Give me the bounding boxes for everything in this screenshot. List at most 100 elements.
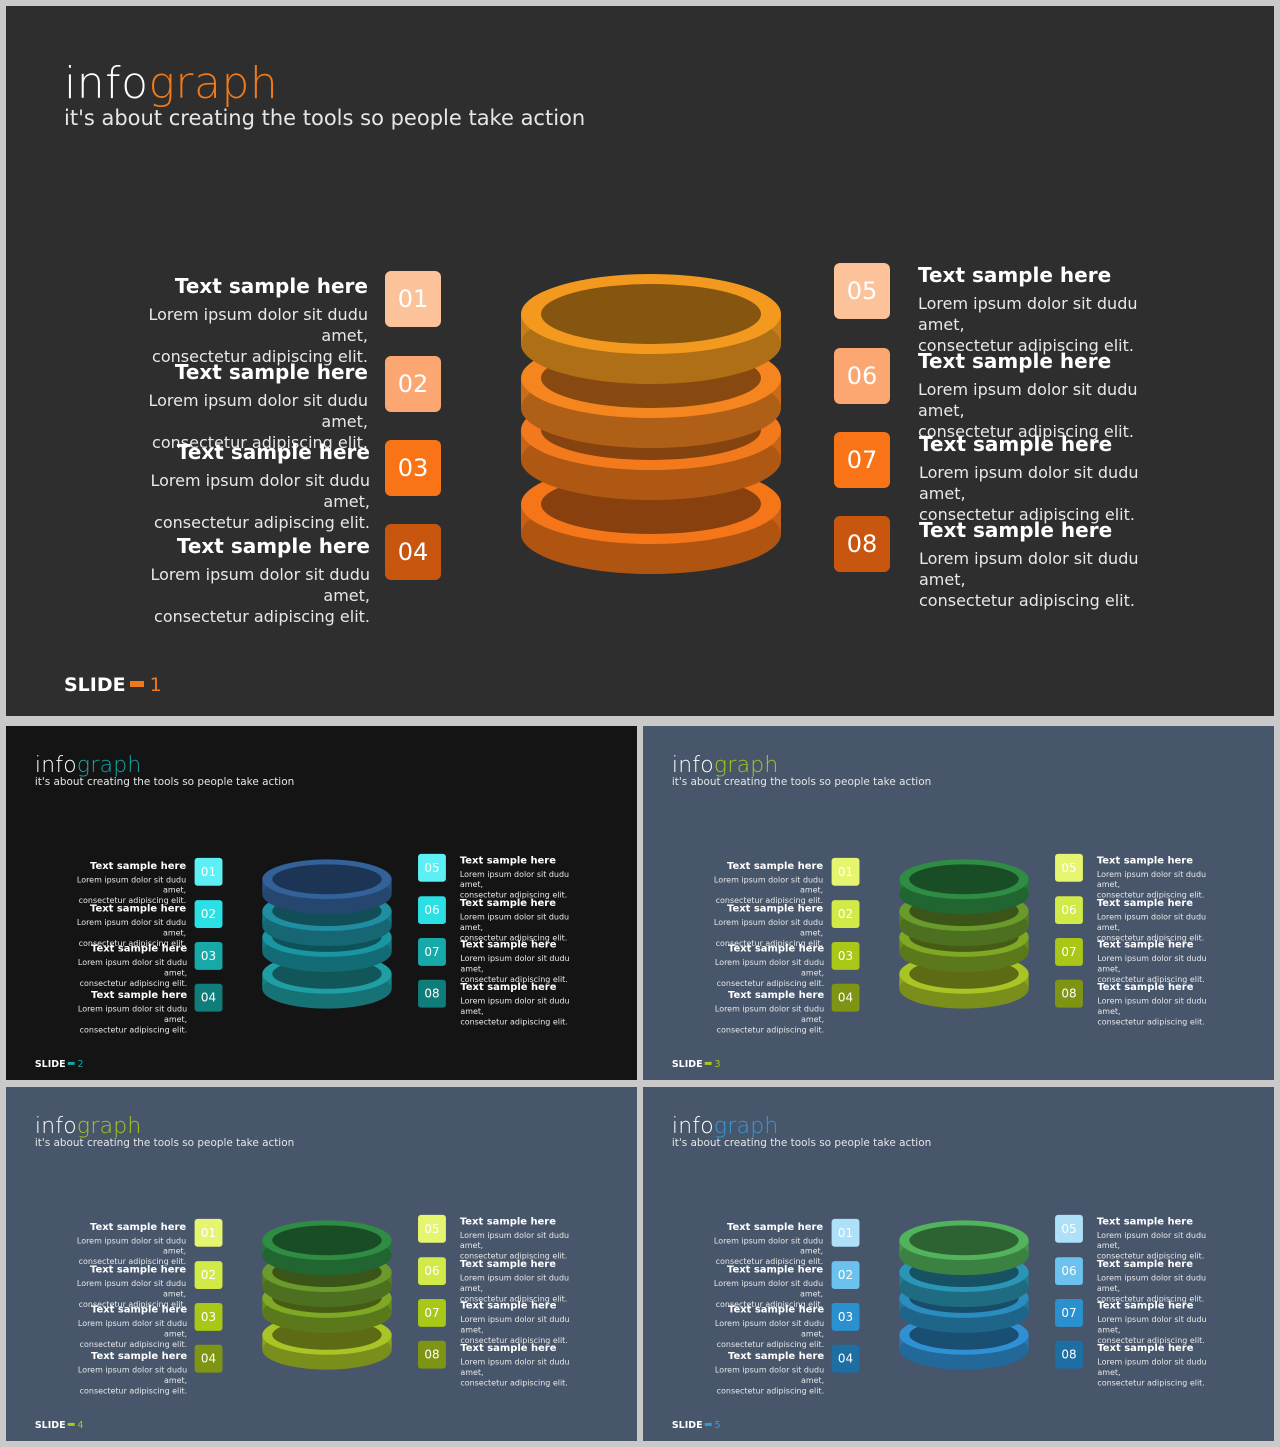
number-badge-04: 04	[194, 1344, 223, 1373]
number-badge-02: 02	[194, 1261, 223, 1290]
ring-stack-graphic	[262, 1220, 392, 1370]
number-badge-06: 06	[834, 348, 890, 404]
number-badge-01: 01	[194, 1218, 223, 1247]
ring-stack-graphic	[262, 859, 392, 1009]
ring-1	[262, 859, 392, 915]
number-badge-08: 08	[418, 979, 446, 1008]
ring-stack-graphic	[899, 859, 1029, 1009]
number-badge-06: 06	[418, 896, 446, 925]
slide-3: infograph it's about creating the tools …	[643, 726, 1274, 1080]
number-badge-04: 04	[831, 1344, 860, 1373]
number-badge-04: 04	[194, 983, 223, 1012]
number-badge-05: 05	[418, 853, 446, 882]
number-badge-07: 07	[418, 937, 446, 966]
brand-logo: infograph	[671, 751, 779, 778]
slide-canvas: infograph it's about creating the tools …	[6, 726, 637, 1079]
slide-canvas: infograph it's about creating the tools …	[6, 1087, 637, 1440]
number-badge-06: 06	[418, 1257, 446, 1286]
tagline: it's about creating the tools so people …	[671, 775, 932, 788]
footer-dash	[67, 1422, 75, 1426]
number-badge-01: 01	[194, 857, 223, 886]
slide-5: infograph it's about creating the tools …	[643, 1087, 1274, 1441]
number-badge-07: 07	[1055, 937, 1083, 966]
slide-number: 4	[77, 1419, 84, 1431]
ring-1	[899, 859, 1029, 915]
number-badge-02: 02	[831, 1261, 860, 1290]
footer-dash	[704, 1061, 712, 1065]
footer-dash	[67, 1061, 75, 1065]
number-badge-03: 03	[194, 941, 223, 970]
footer-dash	[129, 680, 144, 687]
number-badge-05: 05	[1055, 853, 1083, 882]
tagline: it's about creating the tools so people …	[34, 1136, 295, 1149]
ring-stack-graphic	[899, 1220, 1029, 1370]
ring-1	[899, 1220, 1029, 1276]
number-badge-08: 08	[1055, 979, 1083, 1008]
number-badge-08: 08	[834, 516, 890, 572]
number-badge-03: 03	[831, 1302, 860, 1331]
number-badge-07: 07	[1055, 1298, 1083, 1327]
number-badge-02: 02	[831, 900, 860, 929]
number-badge-07: 07	[418, 1298, 446, 1327]
tagline: it's about creating the tools so people …	[671, 1136, 932, 1149]
number-badge-02: 02	[194, 900, 223, 929]
number-badge-05: 05	[834, 263, 890, 319]
tagline: it's about creating the tools so people …	[34, 775, 295, 788]
number-badge-07: 07	[834, 432, 890, 488]
footer-dash	[704, 1422, 712, 1426]
number-badge-05: 05	[418, 1214, 446, 1243]
brand-logo: infograph	[34, 1112, 142, 1139]
number-badge-04: 04	[385, 524, 441, 580]
slide-canvas: infograph it's about creating the tools …	[643, 1087, 1274, 1440]
number-badge-02: 02	[385, 356, 441, 412]
slide-4: infograph it's about creating the tools …	[6, 1087, 637, 1441]
number-badge-01: 01	[831, 1218, 860, 1247]
number-badge-03: 03	[385, 440, 441, 496]
brand-logo: infograph	[64, 58, 279, 109]
brand-logo: infograph	[671, 1112, 779, 1139]
slide-canvas: infograph it's about creating the tools …	[6, 6, 1274, 716]
number-badge-03: 03	[194, 1302, 223, 1331]
number-badge-08: 08	[1055, 1340, 1083, 1369]
slide-number: 5	[714, 1419, 721, 1431]
ring-1	[262, 1220, 392, 1276]
number-badge-06: 06	[1055, 1257, 1083, 1286]
number-badge-03: 03	[831, 941, 860, 970]
